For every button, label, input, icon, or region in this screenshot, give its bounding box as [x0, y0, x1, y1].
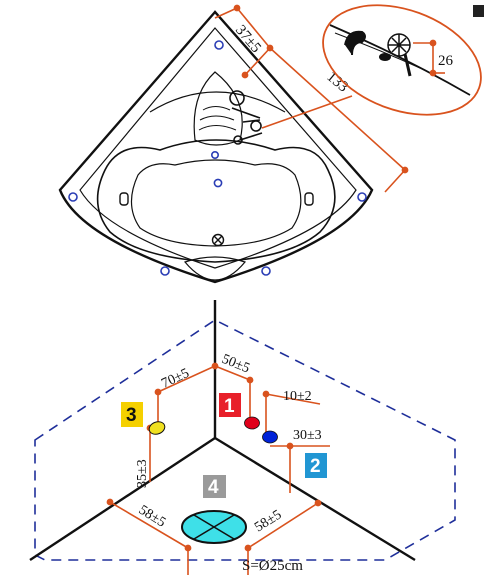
dimension-center-right — [214, 365, 254, 420]
control-panel-ridges — [198, 106, 237, 131]
tub-drain-icon — [211, 233, 225, 247]
marker-badge-4: 4 — [203, 475, 226, 498]
dimension-label: 133 — [323, 69, 351, 96]
dimension-side-length — [269, 47, 409, 193]
outlet-red — [244, 416, 260, 430]
dimension-label: 70±5 — [159, 366, 191, 392]
tub-basin-outer — [96, 139, 336, 263]
dimension-edge-offset — [214, 4, 274, 79]
tub-inner-rim — [79, 27, 357, 269]
jet-icon — [211, 151, 220, 160]
dimension-right-offset — [270, 442, 330, 493]
jet-nozzles — [68, 40, 367, 276]
spout-icon — [344, 30, 366, 56]
marker-badge-1: 1 — [219, 393, 241, 417]
tub-headrest — [183, 256, 247, 281]
dimension-label: 58±5 — [252, 507, 284, 535]
jet-icon — [68, 192, 78, 202]
drain-size-label: S=Ø25cm — [242, 558, 303, 574]
svg-text:2: 2 — [310, 456, 321, 477]
page-corner-mark — [473, 5, 484, 17]
dimension-label: 30±3 — [293, 428, 322, 443]
jet-icon — [261, 266, 271, 276]
jet-icon — [160, 266, 170, 276]
shower-head-icon — [387, 33, 412, 77]
dimension-drain-right — [187, 499, 322, 575]
floor-drain-icon — [181, 510, 247, 544]
dimension-label: 37±5 — [232, 22, 264, 56]
jet-icon — [213, 178, 223, 188]
handle-right — [304, 192, 314, 206]
tub-outer-outline — [58, 10, 374, 284]
jet-icon — [357, 192, 367, 202]
detail-leader-line — [261, 95, 353, 129]
tap-detail-callout: 26 — [322, 4, 482, 116]
marker-badge-3: 3 — [121, 402, 143, 427]
mixer-tap-icon — [229, 90, 263, 145]
bathtub-top-view: 37±5 133 — [58, 4, 484, 284]
dimension-supply-offset — [262, 390, 321, 437]
outlet-blue — [262, 430, 278, 444]
dimension-label: 35±3 — [135, 459, 150, 488]
svg-text:1: 1 — [224, 396, 235, 417]
knob-icon — [379, 53, 391, 61]
tub-basin-inner — [130, 159, 302, 247]
outlet-yellow — [148, 421, 166, 435]
marker-badge-2: 2 — [305, 453, 327, 478]
svg-text:3: 3 — [126, 405, 137, 426]
handle-left — [119, 192, 129, 206]
dimension-label: 50±5 — [220, 352, 252, 377]
dimension-label: 26 — [438, 53, 454, 69]
svg-text:4: 4 — [208, 477, 219, 498]
floor-plan: 70±5 50±5 10±2 30±3 35±3 — [29, 300, 456, 575]
control-panel — [193, 71, 243, 146]
jet-icon — [214, 40, 224, 50]
dimension-label: 10±2 — [283, 389, 312, 404]
tub-seat-contour — [149, 91, 286, 113]
